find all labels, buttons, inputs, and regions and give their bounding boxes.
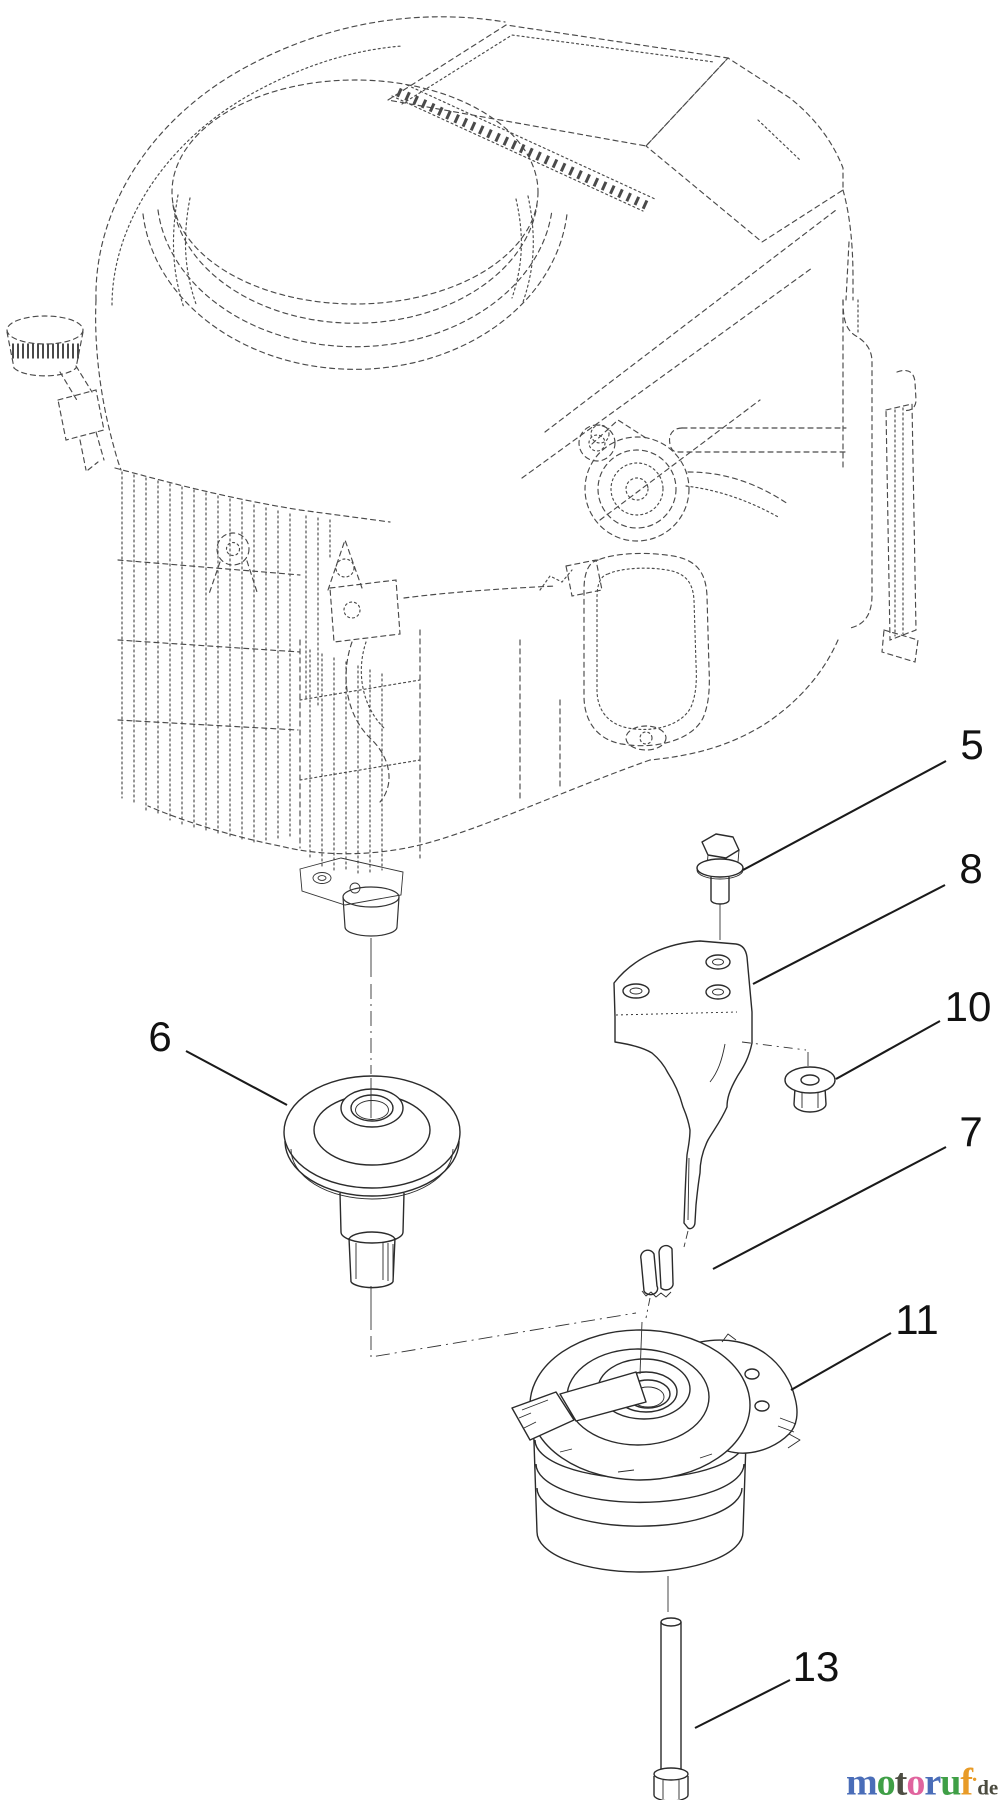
motoruf-logo: motoruf.de: [846, 1753, 1006, 1809]
callout-11: 11: [895, 1296, 939, 1343]
crankshaft-stub: [299, 857, 404, 937]
callout-5: 5: [960, 721, 983, 768]
callout-10: 10: [945, 983, 992, 1030]
part-mounting-bracket: [613, 940, 753, 1230]
callout-leaders: [185, 760, 947, 1729]
part-clutch-bolt: [653, 1576, 689, 1802]
callout-numbers: 5 8 10 7 6 11 13: [148, 721, 991, 1690]
part-grommet: [741, 1041, 836, 1113]
engine-outline-drawing: [6, 16, 919, 875]
logo-word: motoruf: [846, 1761, 973, 1804]
leader-7: [712, 1146, 947, 1270]
callout-6: 6: [148, 1013, 171, 1060]
logo-mark: .: [971, 1762, 978, 1786]
part-pulley: [283, 1075, 637, 1358]
callout-8: 8: [959, 845, 982, 892]
leader-13: [694, 1679, 791, 1729]
callout-7: 7: [959, 1108, 982, 1155]
part-flange-bolt: [696, 833, 744, 958]
leader-11: [790, 1332, 892, 1391]
logo-suffix: de: [977, 1775, 999, 1800]
leader-5: [742, 760, 947, 871]
callout-13: 13: [793, 1643, 840, 1690]
leader-10: [835, 1020, 941, 1080]
leader-8: [752, 884, 946, 985]
part-electric-clutch: [511, 1321, 801, 1573]
part-key: [640, 1230, 689, 1319]
leader-6: [185, 1050, 288, 1106]
